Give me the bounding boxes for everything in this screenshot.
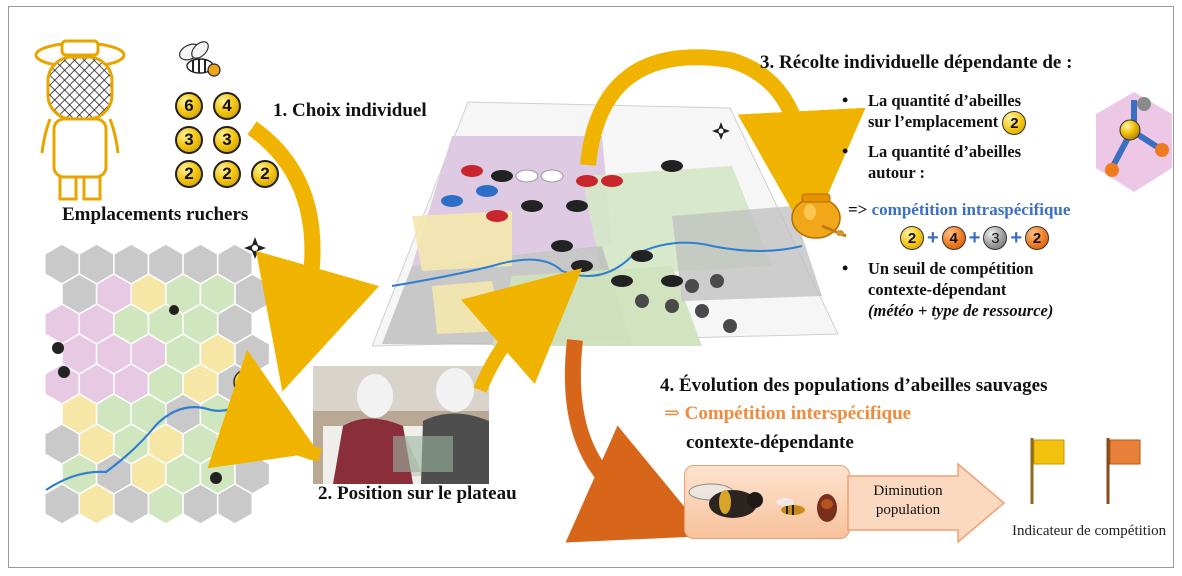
step2-label: 2. Position sur le plateau bbox=[318, 483, 517, 504]
criterion-text: La quantité d’abeilles bbox=[868, 91, 1022, 110]
location-token: 2 bbox=[1002, 111, 1027, 136]
wild-bees-box bbox=[684, 465, 850, 539]
inter-line: ⇒ Compétition interspécifique bbox=[664, 402, 911, 425]
criterion-text: sur l’emplacement bbox=[868, 112, 999, 131]
hive-token: 3 bbox=[175, 126, 203, 154]
hive-token: 6 bbox=[175, 92, 203, 120]
diminution-label: Diminution population bbox=[858, 482, 958, 520]
compass-icon bbox=[712, 122, 730, 140]
threshold-list: Un seuil de compétition contexte-dépenda… bbox=[838, 258, 1138, 321]
criterion-text: (météo + type de ressource) bbox=[868, 301, 1054, 320]
criterion-text: contexte-dépendant bbox=[868, 280, 1007, 299]
competition-inter: Compétition interspécifique bbox=[684, 403, 912, 424]
competition-intra: compétition intraspécifique bbox=[871, 200, 1071, 219]
hive-token: 2 bbox=[213, 160, 241, 188]
criterion-quantity-around: La quantité d’abeilles autour : bbox=[838, 141, 1098, 183]
wild-bees-illustration bbox=[688, 483, 837, 522]
arrow-symbol: ⇒ bbox=[664, 403, 680, 424]
plus-sign: + bbox=[968, 226, 981, 249]
formula-token: 2 bbox=[900, 226, 924, 250]
indicateur-label: Indicateur de compétition bbox=[1012, 523, 1167, 539]
diminution-text: population bbox=[875, 502, 941, 518]
hive-token: 2 bbox=[251, 160, 279, 188]
formula-token: 2 bbox=[1025, 226, 1050, 250]
game-board-photo bbox=[372, 101, 839, 347]
formula-token: 3 bbox=[983, 226, 1008, 250]
contexte-label: contexte-dépendante bbox=[686, 432, 854, 453]
step1-label: 1. Choix individuel bbox=[273, 100, 427, 121]
hex-board-map bbox=[43, 243, 271, 525]
step4-title: 4. Évolution des populations d’abeilles … bbox=[660, 375, 1048, 396]
plus-sign: + bbox=[1010, 226, 1023, 249]
hive-token: 2 bbox=[175, 160, 203, 188]
flag-icon bbox=[1030, 438, 1065, 504]
hive-token: 4 bbox=[213, 92, 241, 120]
criterion-quantity-location: La quantité d’abeilles sur l’emplacement… bbox=[838, 90, 1098, 136]
plus-sign: + bbox=[927, 226, 939, 249]
honey-pot-icon bbox=[791, 193, 847, 239]
compass-icon bbox=[244, 237, 266, 259]
arrow-prefix: => bbox=[848, 200, 868, 219]
criterion-text: Un seuil de compétition bbox=[868, 259, 1034, 278]
diminution-text: Diminution bbox=[873, 483, 943, 499]
flag-icon bbox=[1106, 438, 1141, 504]
step3-title: 3. Récolte individuelle dépendante de : bbox=[760, 52, 1073, 73]
criterion-threshold: Un seuil de compétition contexte-dépenda… bbox=[838, 258, 1138, 321]
criterion-text: La quantité d’abeilles bbox=[868, 142, 1022, 162]
formula-token: 4 bbox=[941, 226, 966, 250]
bee-icon bbox=[179, 41, 221, 77]
hive-token: 3 bbox=[213, 126, 241, 154]
competition-hex-diagram bbox=[1096, 92, 1172, 192]
players-photo bbox=[313, 366, 489, 484]
diminution-arrow bbox=[847, 462, 1006, 544]
emplacements-label: Emplacements ruchers bbox=[62, 204, 249, 225]
competition-formula: 2+4+3+2 bbox=[900, 226, 1050, 250]
intra-line: => compétition intraspécifique bbox=[848, 200, 1070, 220]
harvest-criteria-list: La quantité d’abeilles sur l’emplacement… bbox=[838, 90, 1098, 183]
criterion-text: autour : bbox=[868, 163, 925, 183]
beekeeper-icon bbox=[34, 39, 126, 201]
